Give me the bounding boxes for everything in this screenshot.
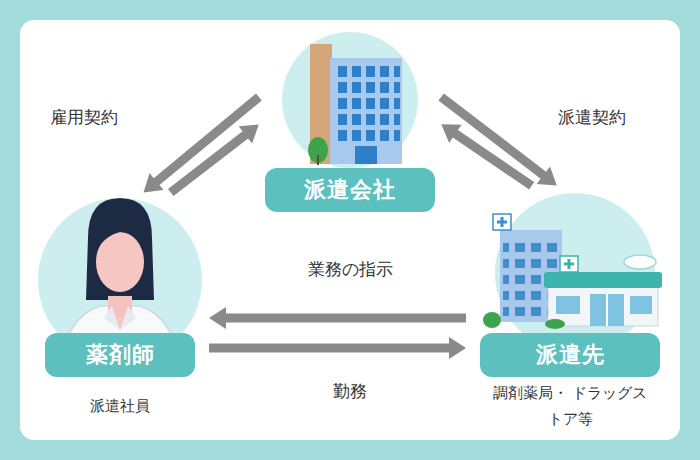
block-arrow	[209, 337, 466, 359]
edge-label: 派遣契約	[556, 106, 628, 129]
pharmacy-illustration	[483, 193, 662, 353]
node-subtitle: 調剤薬局・ ドラッグストア等	[490, 380, 650, 432]
block-arrow	[441, 124, 534, 189]
edge-label: 雇用契約	[48, 106, 120, 129]
node-title: 派遣先	[536, 340, 605, 370]
figure-node: 薬剤師派遣社員	[35, 195, 205, 420]
figure-node: 派遣先調剤薬局・ ドラッグストア等	[470, 188, 670, 436]
node-title: 派遣会社	[304, 175, 396, 205]
block-arrow	[209, 307, 466, 329]
node-subtitle: 派遣社員	[45, 393, 195, 419]
block-arrow	[144, 94, 262, 193]
figure-node: 派遣会社	[262, 28, 438, 218]
edge-label: 勤務	[331, 380, 369, 403]
label-pill: 薬剤師	[45, 333, 195, 377]
label-pill: 派遣会社	[265, 168, 435, 212]
node-title: 薬剤師	[86, 340, 155, 370]
edge-label: 業務の指示	[306, 258, 395, 281]
block-arrow	[168, 125, 259, 197]
building-illustration	[282, 32, 418, 168]
label-pill: 派遣先	[480, 333, 660, 377]
